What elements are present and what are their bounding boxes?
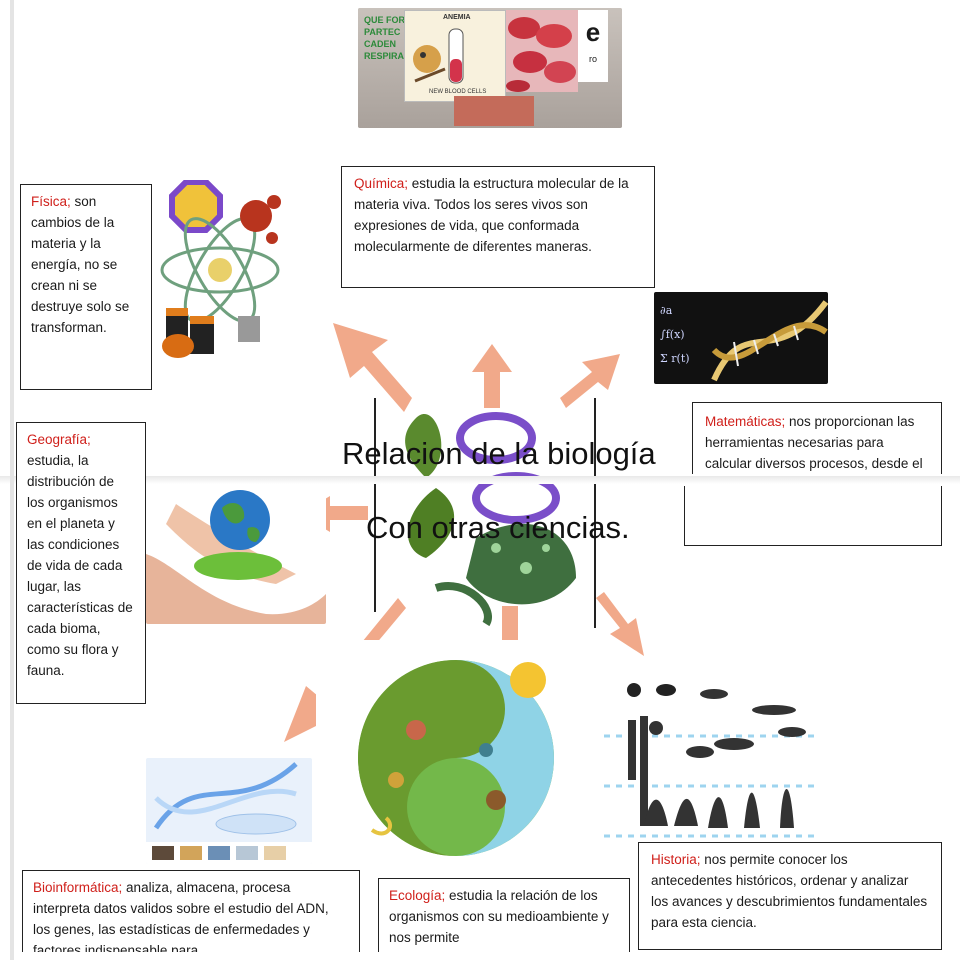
- geografia-box: Geografía; estudia, la distribución de l…: [16, 422, 146, 704]
- dna-lab-icon: [146, 762, 312, 864]
- dna-icon: ∂a ∫f(x) Σ r(t): [660, 300, 828, 382]
- fisica-term: Física;: [31, 194, 71, 209]
- math-dna-image: ∂a ∫f(x) Σ r(t): [654, 292, 828, 384]
- matematicas-text: nos proporcionan las herramientas necesa…: [705, 414, 923, 471]
- matematicas-term: Matemáticas;: [705, 414, 786, 429]
- atom-icon: [160, 180, 281, 358]
- geografia-text: estudia, la distribución de los organism…: [27, 453, 133, 678]
- bioinformatica-term: Bioinformática;: [33, 880, 123, 895]
- quimica-box: Química; estudia la estructura molecular…: [341, 166, 655, 288]
- header-badge-tail: ro: [588, 54, 597, 64]
- evolution-image: [604, 676, 816, 850]
- tube-label: ANEMIA: [443, 14, 471, 21]
- page-left-edge: [10, 0, 14, 960]
- fisica-text: son cambios de la materia y la energía, …: [31, 194, 130, 335]
- historia-box: Historia; nos permite conocer los antece…: [638, 842, 942, 950]
- ecology-circle-icon: [358, 660, 554, 856]
- header-collage-image: QUE FOR PARTEC CADEN RESPIRA ANEMIA NEW …: [358, 8, 622, 128]
- blood-cells-image: [506, 10, 578, 92]
- earth-in-hands-image: [146, 484, 326, 624]
- dna-lab-image: [146, 758, 312, 864]
- cartoon-panel: ANEMIA NEW BLOOD CELLS: [404, 10, 506, 102]
- ecologia-text: estudia la relación de los organismos co…: [389, 888, 609, 945]
- header-line: PARTEC: [364, 27, 401, 37]
- svg-text:∫f(x): ∫f(x): [660, 328, 685, 341]
- historia-term: Historia;: [651, 852, 701, 867]
- bioinformatica-text: analiza, almacena, procesa interpreta da…: [33, 880, 329, 952]
- header-line: QUE FOR: [364, 15, 406, 25]
- svg-text:Σ r(t): Σ r(t): [660, 352, 690, 365]
- svg-text:∂a: ∂a: [660, 304, 673, 317]
- page-seam: [0, 476, 960, 484]
- header-line: CADEN: [364, 39, 397, 49]
- frog-icon: [405, 412, 576, 627]
- matematicas-box-continued: [684, 486, 942, 546]
- header-text-column: QUE FOR PARTEC CADEN RESPIRA: [364, 14, 405, 62]
- historia-text: nos permite conocer los antecedentes his…: [651, 852, 928, 930]
- physics-collage-image: [150, 180, 290, 370]
- quimica-text: estudia la estructura molecular de la ma…: [354, 176, 629, 254]
- center-frame-right: [594, 398, 596, 628]
- geografia-term: Geografía;: [27, 432, 91, 447]
- ecologia-term: Ecología;: [389, 888, 446, 903]
- test-tube-icon: [413, 28, 464, 84]
- bioinformatica-box: Bioinformática; analiza, almacena, proce…: [22, 870, 360, 952]
- quimica-term: Química;: [354, 176, 409, 191]
- header-badge-letter: e: [585, 17, 601, 47]
- earth-icon: [146, 490, 326, 624]
- tube-sub-label: NEW BLOOD CELLS: [429, 89, 487, 95]
- fisica-box: Física; son cambios de la materia y la e…: [20, 184, 152, 390]
- ecology-circle-image: [316, 640, 602, 862]
- diagram-title-line2: Con otras ciencias.: [366, 510, 630, 545]
- evolution-icon: [604, 683, 816, 838]
- ecologia-box: Ecología; estudia la relación de los org…: [378, 878, 630, 952]
- header-badge: e ro: [578, 10, 608, 82]
- diagram-title-line1: Relacion de la biología: [342, 436, 656, 471]
- meat-image: [454, 96, 534, 126]
- header-line: RESPIRA: [364, 51, 405, 61]
- center-frame-left: [374, 398, 376, 612]
- matematicas-box: Matemáticas; nos proporcionan las herram…: [692, 402, 942, 474]
